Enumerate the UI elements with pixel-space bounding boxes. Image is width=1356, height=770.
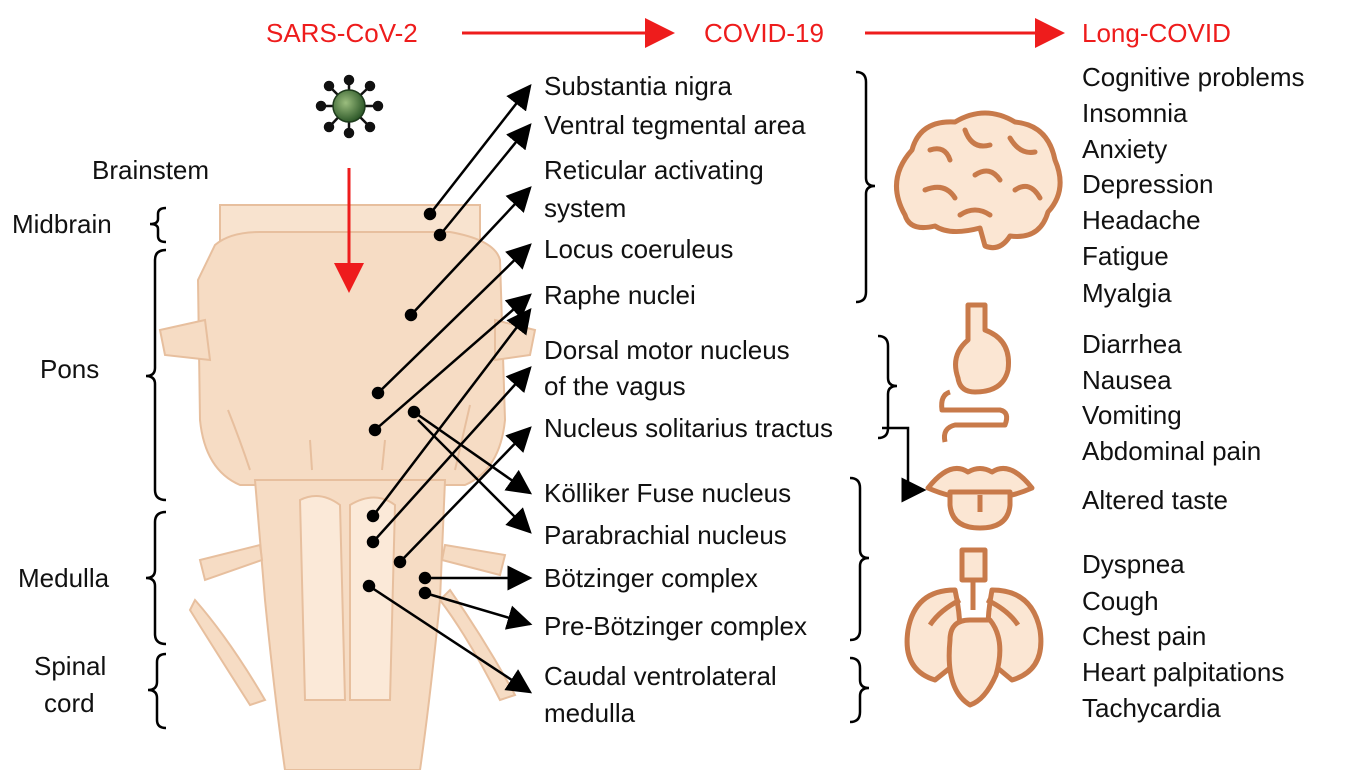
nucleus-of-the-vagus: of the vagus <box>544 371 686 401</box>
right-braces <box>849 70 927 724</box>
nucleus-dorsal-motor: Dorsal motor nucleus <box>544 335 790 365</box>
tongue-icon <box>925 466 1035 531</box>
nucleus-botzinger: Bötzinger complex <box>544 563 758 593</box>
label-midbrain: Midbrain <box>12 209 112 239</box>
heart-lungs-icon <box>904 547 1044 708</box>
left-braces <box>145 206 167 730</box>
flow-step-long-covid: Long-COVID <box>1082 18 1231 48</box>
nucleus-ventral-tegmental-area: Ventral tegmental area <box>544 110 806 140</box>
nucleus-reticular-activating: Reticular activating <box>544 155 764 185</box>
symptom-heart-palpitations: Heart palpitations <box>1082 657 1285 687</box>
brain-icon <box>894 110 1063 251</box>
nucleus-pre-botzinger: Pre-Bötzinger complex <box>544 611 807 641</box>
label-spinal: Spinal <box>34 651 107 681</box>
symptom-fatigue: Fatigue <box>1082 241 1169 271</box>
flow-step-covid-19: COVID-19 <box>704 18 824 48</box>
symptom-headache: Headache <box>1082 205 1201 235</box>
virus-icon <box>315 74 384 139</box>
leader-arrows <box>362 84 533 694</box>
symptom-depression: Depression <box>1082 169 1214 199</box>
nucleus-locus-coeruleus: Locus coeruleus <box>544 234 734 264</box>
symptom-abdominal-pain: Abdominal pain <box>1082 436 1262 466</box>
symptom-dyspnea: Dyspnea <box>1082 549 1185 579</box>
symptom-cognitive-problems: Cognitive problems <box>1082 62 1305 92</box>
label-cord: cord <box>44 688 95 718</box>
label-brainstem: Brainstem <box>92 155 210 185</box>
symptom-cough: Cough <box>1082 586 1159 616</box>
symptom-tachycardia: Tachycardia <box>1082 693 1221 723</box>
nucleus-raphe-nuclei: Raphe nuclei <box>544 280 696 310</box>
gut-icon <box>939 302 1012 443</box>
label-pons: Pons <box>40 354 100 384</box>
nucleus-solitarius-tractus: Nucleus solitarius tractus <box>544 413 833 443</box>
symptom-myalgia: Myalgia <box>1082 278 1172 308</box>
nucleus-caudal-ventrolateral: Caudal ventrolateral <box>544 661 777 691</box>
symptom-insomnia: Insomnia <box>1082 98 1188 128</box>
nucleus-substantia-nigra: Substantia nigra <box>544 71 732 101</box>
flow-arrows <box>334 18 1065 293</box>
nucleus-medulla: medulla <box>544 698 636 728</box>
symptom-diarrhea: Diarrhea <box>1082 329 1182 359</box>
nucleus-kolliker-fuse: Kölliker Fuse nucleus <box>544 478 792 508</box>
nucleus-parabrachial: Parabrachial nucleus <box>544 520 787 550</box>
symptom-anxiety: Anxiety <box>1082 134 1168 164</box>
symptom-altered-taste: Altered taste <box>1082 485 1228 515</box>
flow-step-sars-cov-2: SARS-CoV-2 <box>266 18 418 48</box>
nucleus-reticular-system: system <box>544 193 627 223</box>
symptom-chest-pain: Chest pain <box>1082 621 1207 651</box>
symptom-vomiting: Vomiting <box>1082 400 1182 430</box>
label-medulla: Medulla <box>18 563 110 593</box>
symptom-nausea: Nausea <box>1082 365 1172 395</box>
